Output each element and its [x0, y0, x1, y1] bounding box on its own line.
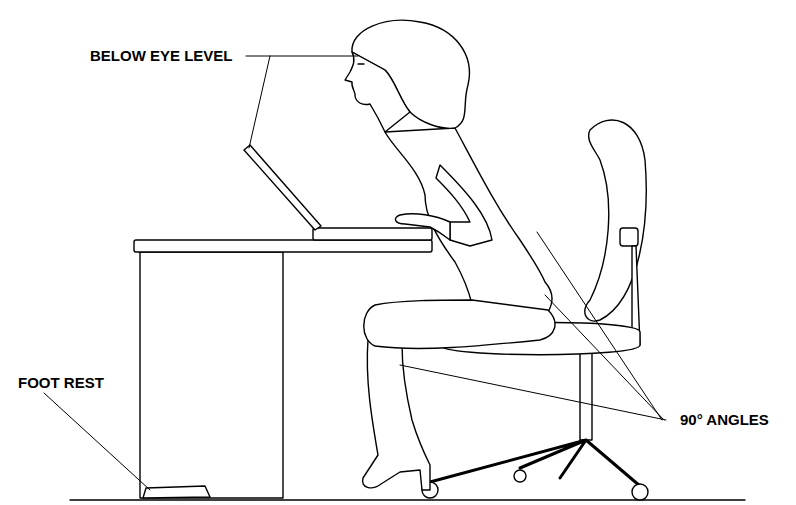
leader-line — [246, 56, 358, 148]
thigh-skirt — [364, 300, 555, 348]
chair-caster — [632, 484, 648, 500]
laptop-base — [313, 228, 432, 240]
face-profile — [345, 52, 410, 132]
callout-label: BELOW EYE LEVEL — [90, 47, 233, 65]
desk-top — [134, 240, 432, 252]
laptop-screen — [244, 145, 321, 230]
desk-body — [140, 252, 283, 498]
callout-label: 90° ANGLES — [680, 411, 769, 429]
eye — [358, 63, 364, 64]
chair-knob — [620, 228, 638, 246]
chair-post — [580, 352, 592, 440]
chair-caster — [514, 470, 526, 482]
leader-line — [400, 232, 666, 420]
lower-leg — [363, 340, 430, 490]
torso-jacket — [385, 128, 552, 312]
leader-line — [44, 393, 150, 490]
foot-rest — [143, 486, 210, 498]
callout-label: FOOT REST — [18, 374, 104, 392]
chair-base — [430, 440, 640, 486]
hand — [395, 214, 450, 240]
